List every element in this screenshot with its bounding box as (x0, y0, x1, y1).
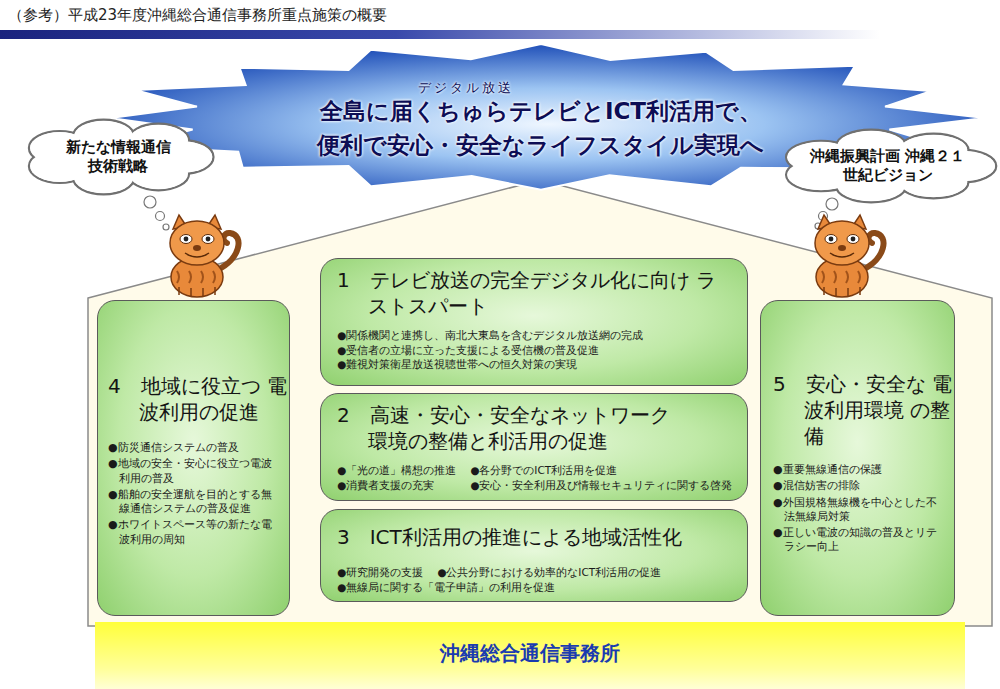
policy-bullet: ●受信者の立場に立った支援による受信機の普及促進 (337, 344, 733, 358)
policy-bullet: ●重要無線通信の保護 (773, 463, 946, 477)
policy-box: 5 安心・安全な 電波利用環境 の整備●重要無線通信の保護●混信妨害の排除●外国… (760, 300, 955, 616)
bullet-list: ●重要無線通信の保護 ●混信妨害の排除 ●外国規格無線機を中心とした不法無線局対策●… (773, 463, 946, 555)
policy-bullet: ●研究開発の支援 (337, 566, 423, 580)
house-outline (88, 180, 992, 626)
policy-bullet: ●無線局に関する「電子申請」の利用を促進 (337, 581, 661, 595)
policy-heading: 5 安心・安全な 電波利用環境 の整備 (773, 371, 964, 449)
cloud-label: 沖縄振興計画 沖縄２１世紀ビジョン (810, 147, 966, 186)
bullet-grid: ●「光の道」構想の推進 ●各分野でのICT利活用を促進 ●消費者支援の充実 ●安心・安… (337, 464, 733, 493)
ruby-label: デジタル放送 (418, 80, 514, 96)
policy-bullet: ●「光の道」構想の推進 (337, 464, 456, 478)
policy-bullet: ●消費者支援の充実 (337, 479, 456, 493)
policy-box: 3 ICT利活用の推進による地域活性化●研究開発の支援●公共分野における効率的な… (320, 509, 748, 602)
bullet-list: ●防災通信システムの普及 ●地域の安全・安心に役立つ電波利用の普及●船舶の安全運航… (108, 441, 281, 547)
shisa-figure (170, 215, 239, 297)
policy-bullet: ●各分野でのICT利活用を促進 (470, 464, 732, 478)
title-bar (0, 30, 880, 39)
bullet-grid: ●研究開発の支援 ●公共分野における効率的なICT利活用の促進●無線局に関する「電… (337, 566, 733, 595)
policy-heading: 4 地域に役立つ 電波利用の促進 (108, 373, 299, 425)
shisa-figure (815, 215, 884, 297)
bullet-list: ●関係機関と連携し、南北大東島を含むデジタル放送網の完成●受信者の立場に立った支… (337, 329, 733, 372)
policy-heading: 1 テレビ放送の完全デジタル化に向け ラストスパート (337, 267, 728, 319)
policy-bullet: ●難視対策衛星放送視聴世帯への恒久対策の実現 (337, 358, 733, 372)
policy-box: 2 高速・安心・安全なネットワーク 環境の整備と利活用の促進 ●「光の道」構想の推… (320, 393, 748, 501)
policy-heading: 2 高速・安心・安全なネットワーク 環境の整備と利活用の促進 (337, 402, 688, 454)
cloud-bubble: 新たな情報通信 技術戦略 (28, 122, 208, 192)
policy-box: 4 地域に役立つ 電波利用の促進●防災通信システムの普及●地域の安全・安心に役立… (97, 300, 290, 616)
office-band: 沖縄総合通信事務所 (95, 622, 965, 689)
policy-bullet: ●ホワイトスペース等の新たな電波利用の周知 (108, 518, 281, 547)
policy-bullet: ●安心・安全利用及び情報セキュリティに関する啓発 (470, 479, 732, 493)
banner-slogan: 全島に届くちゅらテレビとICT利活用で、 便利で安心・安全なライフスタイル実現へ (316, 95, 767, 162)
cloud-label: 新たな情報通信 技術戦略 (63, 138, 174, 177)
policy-bullet: ●公共分野における効率的なICT利活用の促進 (437, 566, 661, 580)
policy-bullet: ●関係機関と連携し、南北大東島を含むデジタル放送網の完成 (337, 329, 733, 343)
thought-bubbles (144, 196, 838, 230)
office-name: 沖縄総合通信事務所 (440, 640, 620, 667)
policy-bullet: ●船舶の安全運航を目的とする無線通信システムの普及促進 (108, 488, 281, 517)
policy-bullet: ●防災通信システムの普及 (108, 441, 281, 455)
policy-bullet: ●地域の安全・安心に役立つ電波利用の普及 (108, 457, 281, 486)
policy-bullet: ●混信妨害の排除 (773, 479, 946, 493)
cloud-bubble: 沖縄振興計画 沖縄２１世紀ビジョン (785, 132, 990, 200)
starburst-shape (110, 44, 985, 190)
page-title: （参考）平成23年度沖縄総合通信事務所重点施策の概要 (8, 6, 387, 25)
policy-bullet: ●外国規格無線機を中心とした不法無線局対策 (773, 496, 946, 525)
policy-bullet: ●正しい電波の知識の普及とリテラシー向上 (773, 526, 946, 555)
policy-box: 1 テレビ放送の完全デジタル化に向け ラストスパート ●関係機関と連携し、南北大東… (320, 258, 748, 386)
